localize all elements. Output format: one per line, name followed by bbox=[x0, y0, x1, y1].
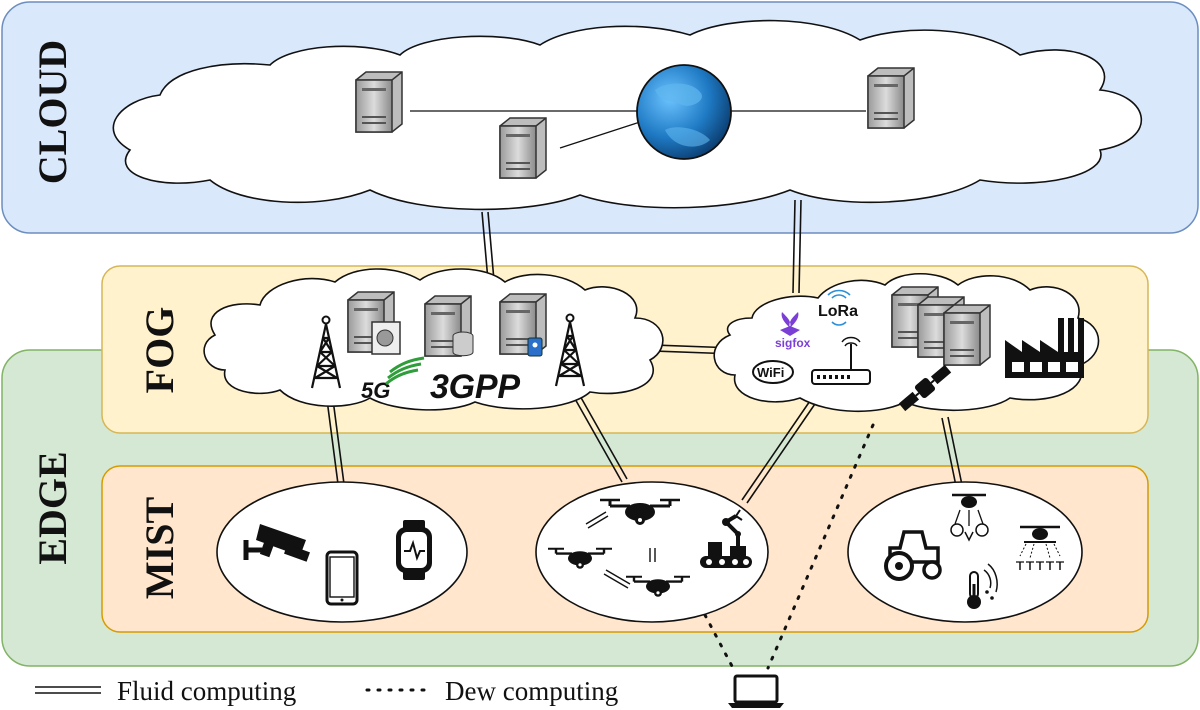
edge-layer-label: EDGE bbox=[30, 451, 75, 564]
fog-server-lock-icon bbox=[499, 293, 547, 357]
legend-dew-label: Dew computing bbox=[445, 676, 618, 706]
factory-icon bbox=[1005, 318, 1084, 378]
mist-layer-label: MIST bbox=[137, 497, 182, 600]
cloud-server-icon bbox=[867, 67, 915, 129]
fog-server-database-icon bbox=[424, 295, 474, 357]
svg-text:LoRa: LoRa bbox=[818, 303, 858, 320]
robot-arm-conveyor-icon bbox=[700, 509, 752, 568]
router-icon bbox=[811, 336, 871, 385]
svg-text:3GPP: 3GPP bbox=[430, 368, 520, 406]
fog-server-camera-icon bbox=[347, 291, 401, 355]
laptop-icon bbox=[728, 674, 784, 708]
svg-text:WiFi: WiFi bbox=[757, 365, 784, 380]
legend-fluid-label: Fluid computing bbox=[117, 676, 296, 706]
cloud-server-icon bbox=[355, 71, 403, 133]
fog-layer-label: FOG bbox=[137, 307, 182, 394]
mist-group-agriculture bbox=[847, 481, 1083, 623]
svg-text:5G: 5G bbox=[361, 378, 390, 403]
sigfox-logo: sigfox bbox=[775, 312, 811, 350]
3gpp-logo: 3GPP bbox=[430, 368, 520, 406]
tractor-icon bbox=[884, 530, 942, 581]
security-camera-icon bbox=[243, 524, 310, 562]
globe-icon bbox=[636, 64, 732, 160]
satellite-icon bbox=[898, 364, 952, 412]
smartwatch-icon bbox=[396, 520, 432, 580]
cloud-layer-label: CLOUD bbox=[30, 40, 75, 184]
legend-dew: Dew computing bbox=[365, 676, 618, 706]
dew-links bbox=[703, 423, 875, 670]
wifi-logo: WiFi bbox=[752, 360, 794, 384]
cloud-links bbox=[410, 110, 866, 149]
drone-links bbox=[585, 511, 656, 589]
svg-text:sigfox: sigfox bbox=[775, 336, 811, 350]
cloud-server-icon bbox=[499, 117, 547, 179]
smartphone-icon bbox=[325, 550, 359, 606]
crop-drone-icon bbox=[950, 493, 989, 542]
legend-fluid: Fluid computing bbox=[35, 676, 296, 706]
thermometer-icon bbox=[967, 563, 998, 609]
spray-drone-icon bbox=[1016, 525, 1064, 570]
five-g-logo: 5G bbox=[361, 356, 425, 403]
lora-logo: LoRa bbox=[818, 289, 858, 326]
mist-group-drones bbox=[535, 481, 769, 623]
